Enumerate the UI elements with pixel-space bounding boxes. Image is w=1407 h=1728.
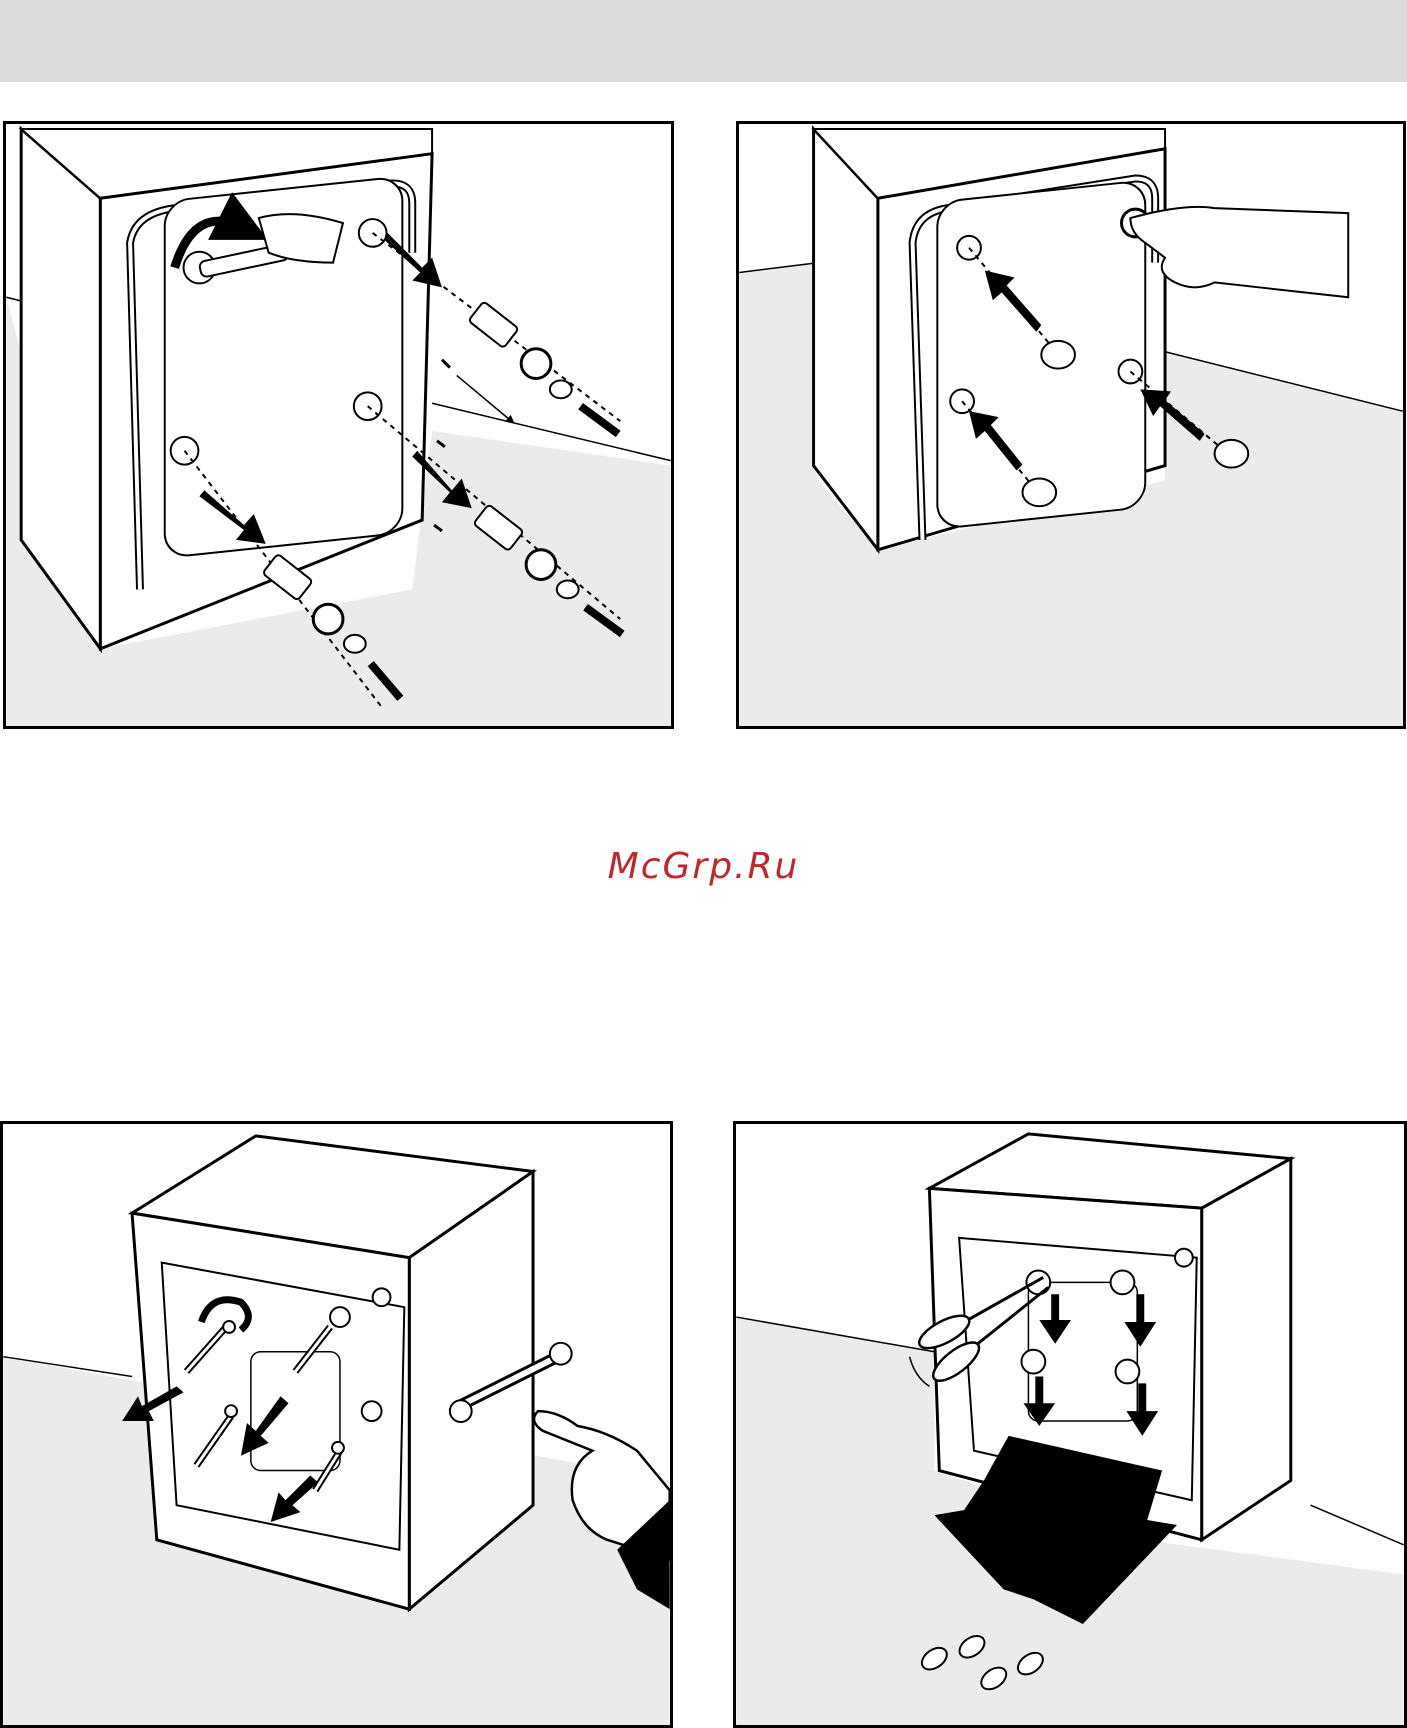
figure-step-4 bbox=[733, 1121, 1407, 1728]
cap-icon bbox=[373, 1288, 391, 1306]
illustration-insert-plugs bbox=[739, 124, 1403, 726]
illustration-remove-spacers bbox=[736, 1124, 1404, 1725]
machine-side bbox=[1202, 1159, 1291, 1540]
bolt-hole-middle-right bbox=[354, 392, 382, 420]
figure-step-2 bbox=[736, 121, 1406, 729]
watermark: McGrp.Ru bbox=[0, 846, 1407, 887]
figure-step-1 bbox=[3, 121, 674, 729]
cap-icon bbox=[1175, 1249, 1193, 1267]
illustration-remove-transport-bolts bbox=[6, 124, 671, 726]
figure-step-3 bbox=[0, 1121, 673, 1728]
illustration-loosen-bolts bbox=[3, 1124, 670, 1725]
header-band bbox=[0, 0, 1407, 82]
center-recess bbox=[1028, 1282, 1137, 1421]
